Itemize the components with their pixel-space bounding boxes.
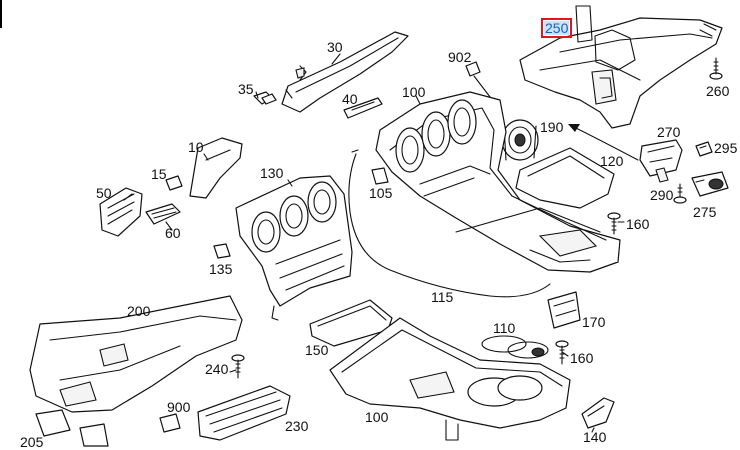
callout-100-upper[interactable]: 100 [402,84,426,100]
callout-110[interactable]: 110 [493,320,516,336]
part-295-clip-drawing [695,141,713,157]
callout-230[interactable]: 230 [285,418,309,434]
callout-170[interactable]: 170 [582,314,606,330]
callout-100-lower[interactable]: 100 [365,409,389,425]
part-130-bezel-drawing [235,175,353,321]
part-240-screw-drawing [231,354,245,379]
callout-105[interactable]: 105 [369,185,393,201]
part-10-panel-drawing [189,137,243,199]
part-160-screw-upper [607,212,621,235]
part-120-mat-drawing [515,147,615,209]
callout-250[interactable]: 250 [540,18,573,38]
part-170-bracket-drawing [547,291,581,329]
callout-295[interactable]: 295 [714,140,738,156]
callout-120[interactable]: 120 [600,153,624,169]
callout-60[interactable]: 60 [165,225,181,241]
callout-40[interactable]: 40 [342,91,358,107]
callout-260[interactable]: 260 [706,83,730,99]
window-edge-marker [0,0,2,28]
callout-10[interactable]: 10 [188,139,204,155]
callout-900[interactable]: 900 [167,399,191,415]
callout-140[interactable]: 140 [583,429,607,445]
part-205-bracket-drawing [35,409,109,447]
callout-35[interactable]: 35 [238,81,254,97]
part-40-badge-drawing [343,97,383,119]
part-100-console-upper-drawing [375,91,621,273]
assembly-arrow [568,124,639,161]
leader-lines [123,53,625,433]
callout-240[interactable]: 240 [205,361,229,377]
part-110-rings-drawing [481,335,549,359]
part-290-screw-drawing [673,183,687,204]
part-160-screw-lower [555,340,569,365]
callout-135[interactable]: 135 [209,261,233,277]
callout-902[interactable]: 902 [448,49,472,65]
part-135-clip-drawing [213,243,231,259]
callout-160-upper[interactable]: 160 [626,216,650,232]
part-200-carrier-drawing [29,295,243,413]
callout-205[interactable]: 205 [20,434,44,450]
callout-15[interactable]: 15 [151,166,167,182]
callout-290[interactable]: 290 [650,187,674,203]
part-275-socket-drawing [691,171,729,197]
callout-115[interactable]: 115 [431,289,454,305]
callout-160-lower[interactable]: 160 [570,350,594,366]
part-900-connector-drawing [159,413,181,433]
part-30-trim-drawing [281,31,409,113]
part-105-clip-drawing [371,167,389,185]
callout-30[interactable]: 30 [327,39,343,55]
part-60-switch-drawing [145,203,181,225]
part-100-console-lower-drawing [329,317,571,441]
callout-200[interactable]: 200 [127,303,151,319]
part-260-screw-drawing [709,57,723,80]
callout-50[interactable]: 50 [96,185,112,201]
callout-130[interactable]: 130 [260,165,284,181]
part-230-module-drawing [197,385,291,441]
callout-190[interactable]: 190 [540,119,564,135]
part-270-switch-drawing [639,139,683,183]
part-140-cover-drawing [581,397,615,429]
part-115-cable-drawing [348,149,551,298]
callout-150[interactable]: 150 [305,342,329,358]
callout-270[interactable]: 270 [657,124,681,140]
part-250-tray-drawing [519,5,723,129]
callout-275[interactable]: 275 [693,204,717,220]
part-35-clip-drawing [253,91,277,105]
part-15-clip-drawing [165,175,183,191]
